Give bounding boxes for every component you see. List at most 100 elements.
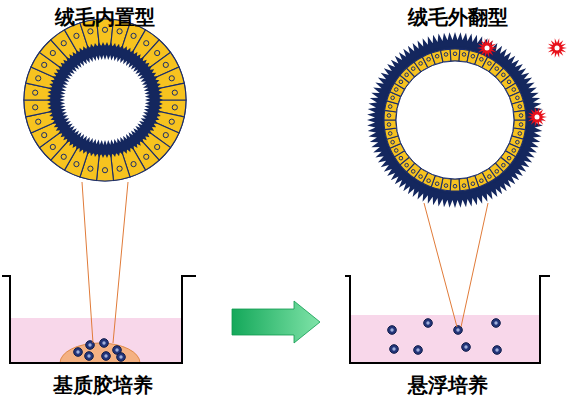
floating-cell [462, 343, 471, 352]
virus-particle [547, 38, 567, 58]
cell-nucleus [427, 57, 431, 61]
cell-nucleus [488, 175, 492, 179]
epithelial-cell [24, 100, 52, 117]
epithelial-cell [459, 178, 469, 191]
cell-nucleus [411, 67, 415, 71]
cell-nucleus [405, 73, 409, 77]
cell-center [88, 343, 91, 346]
cell-nucleus [42, 133, 47, 138]
cell-nucleus [507, 156, 511, 160]
cell-center [390, 328, 393, 331]
floating-cell [117, 353, 126, 362]
cell-center [104, 354, 107, 357]
cell-nucleus [419, 62, 423, 66]
cell-nucleus [435, 182, 439, 186]
cell-nucleus [462, 53, 466, 57]
cell-center [495, 348, 498, 351]
node-illustration [15, 4, 195, 190]
floating-cell [388, 326, 397, 335]
organoid-lumen [396, 61, 514, 179]
villi-layer [47, 42, 163, 158]
culture-label: 悬浮培养 [345, 372, 550, 398]
leader-line [424, 203, 457, 327]
cell-nucleus [427, 179, 431, 183]
cell-nucleus [131, 33, 136, 38]
organoid-lumen [60, 55, 150, 145]
floating-cell [492, 319, 501, 328]
cell-nucleus [163, 133, 168, 138]
organoid-title: 绒毛内置型 [15, 4, 195, 30]
cell-nucleus [471, 54, 475, 58]
cell-nucleus [169, 119, 174, 124]
cell-nucleus [61, 154, 66, 159]
cell-center [416, 348, 419, 351]
cell-nucleus [411, 170, 415, 174]
cell-nucleus [391, 140, 395, 144]
cell-center [102, 341, 105, 344]
cell-nucleus [519, 123, 523, 127]
cell-nucleus [453, 184, 457, 188]
cell-nucleus [74, 33, 79, 38]
floating-cell [86, 341, 95, 350]
cell-nucleus [512, 88, 516, 92]
leader-line [461, 203, 488, 327]
cell-nucleus [399, 156, 403, 160]
cell-nucleus [388, 105, 392, 109]
cell-nucleus [502, 73, 506, 77]
cell-nucleus [117, 166, 122, 171]
cell-nucleus [102, 168, 107, 173]
cell-center [494, 321, 497, 324]
cell-nucleus [462, 184, 466, 188]
floating-cell [424, 319, 433, 328]
villi-base [381, 46, 529, 194]
culture-medium [350, 315, 540, 363]
organoid-outline [24, 19, 186, 181]
cell-nucleus [172, 90, 177, 95]
cell-nucleus [36, 119, 41, 124]
epithelial-cell [450, 49, 460, 61]
cell-nucleus [471, 182, 475, 186]
cell-nucleus [155, 144, 160, 149]
cell-center [392, 347, 395, 350]
cell-nucleus [519, 114, 523, 118]
floating-cell [414, 346, 423, 355]
culture-well-node: 悬浮培养 [345, 268, 550, 403]
cell-nucleus [512, 149, 516, 153]
cell-nucleus [518, 105, 522, 109]
floating-cell [454, 326, 463, 335]
cell-nucleus [480, 179, 484, 183]
cell-center [76, 350, 79, 353]
cell-nucleus [36, 76, 41, 81]
cell-nucleus [419, 175, 423, 179]
culture-well-node: 基质胶培养 [0, 268, 205, 403]
cell-nucleus [61, 41, 66, 46]
cell-nucleus [518, 132, 522, 136]
floating-cell [102, 352, 111, 361]
epithelial-cell [384, 120, 397, 130]
cell-nucleus [488, 62, 492, 66]
cell-nucleus [480, 57, 484, 61]
cell-nucleus [444, 53, 448, 57]
epithelial-cell [158, 83, 186, 100]
cell-center [456, 328, 459, 331]
cell-nucleus [394, 88, 398, 92]
floating-cell [100, 339, 109, 348]
cell-nucleus [387, 114, 391, 118]
cell-center [119, 355, 122, 358]
floating-cell [390, 345, 399, 354]
cell-nucleus [495, 67, 499, 71]
organoid-node: 绒毛外翻型 [365, 4, 550, 214]
process-arrow [232, 301, 320, 343]
cell-nucleus [172, 105, 177, 110]
cell-nucleus [169, 76, 174, 81]
cell-nucleus [394, 149, 398, 153]
cell-center [87, 354, 90, 357]
cell-nucleus [388, 132, 392, 136]
epithelial-cell [450, 179, 460, 191]
organoid-node: 绒毛内置型 [15, 4, 195, 190]
cell-nucleus [131, 162, 136, 167]
cell-nucleus [435, 54, 439, 58]
cell-nucleus [405, 163, 409, 167]
cell-nucleus [33, 90, 38, 95]
